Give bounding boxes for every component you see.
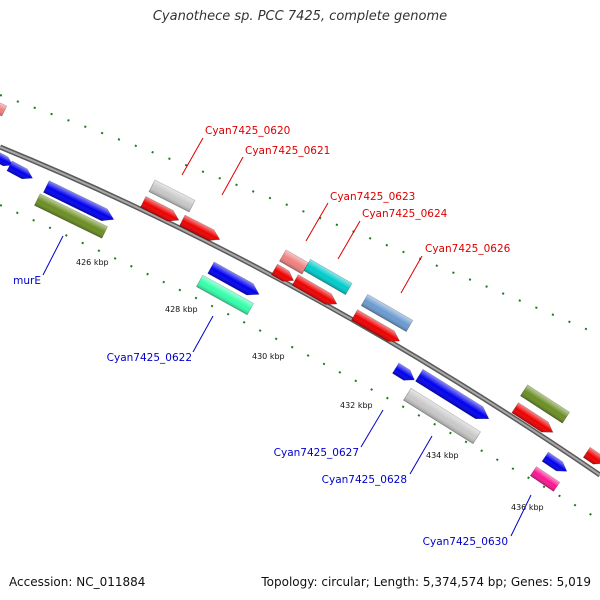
- gene-feature[interactable]: [415, 368, 493, 424]
- gene-label[interactable]: Cyan7425_0626: [425, 243, 511, 255]
- gene-label[interactable]: Cyan7425_0623: [330, 191, 415, 203]
- gene-label[interactable]: Cyan7425_0627: [274, 447, 359, 459]
- gene-feature[interactable]: [511, 402, 556, 438]
- gene-feature[interactable]: [148, 179, 196, 213]
- map-title: Cyanothece sp. PCC 7425, complete genome: [152, 9, 448, 24]
- gene-label[interactable]: Cyan7425_0620: [205, 125, 290, 137]
- gene-feature[interactable]: [529, 466, 561, 492]
- gene-feature[interactable]: [179, 214, 223, 245]
- callout-lines: [42, 137, 532, 537]
- gene-label[interactable]: murE: [13, 275, 41, 287]
- gene-feature[interactable]: [271, 263, 296, 285]
- gene-label[interactable]: Cyan7425_0624: [362, 208, 448, 220]
- gene-feature[interactable]: [303, 258, 353, 296]
- tick-label: 434 kbp: [426, 451, 459, 460]
- gene-feature[interactable]: [392, 362, 417, 385]
- genome-summary-text: Topology: circular; Length: 5,374,574 bp…: [261, 575, 591, 589]
- gene-label[interactable]: Cyan7425_0630: [423, 536, 508, 548]
- gene-feature[interactable]: [520, 384, 570, 424]
- gene-features: [0, 99, 600, 492]
- gene-label[interactable]: Cyan7425_0621: [245, 145, 330, 157]
- outer-tick-track: [0, 94, 600, 336]
- gene-label[interactable]: Cyan7425_0622: [107, 352, 192, 364]
- tick-label: 436 kbp: [511, 503, 544, 512]
- gene-feature[interactable]: [279, 249, 309, 275]
- gene-feature[interactable]: [43, 180, 116, 226]
- gene-feature[interactable]: [0, 99, 8, 117]
- gene-feature[interactable]: [207, 261, 262, 300]
- gene-feature[interactable]: [0, 150, 15, 169]
- gene-label-group: Cyan7425_0620 Cyan7425_0621 Cyan7425_062…: [13, 125, 510, 548]
- gene-feature[interactable]: [6, 160, 35, 183]
- accession-text: Accession: NC_011884: [9, 575, 146, 589]
- tick-label: 428 kbp: [165, 305, 198, 314]
- gene-feature[interactable]: [351, 309, 402, 346]
- tick-label-group: 426 kbp 428 kbp 430 kbp 432 kbp 434 kbp …: [76, 258, 544, 512]
- gene-feature[interactable]: [403, 387, 481, 445]
- gene-feature[interactable]: [140, 196, 181, 226]
- gene-feature[interactable]: [582, 447, 600, 468]
- gene-feature[interactable]: [196, 274, 254, 316]
- gene-feature[interactable]: [291, 274, 340, 309]
- gene-label[interactable]: Cyan7425_0628: [322, 474, 407, 486]
- tick-label: 432 kbp: [340, 401, 373, 410]
- gene-feature[interactable]: [360, 293, 414, 333]
- genome-backbone: [0, 144, 600, 478]
- tick-label: 426 kbp: [76, 258, 109, 267]
- gene-feature[interactable]: [34, 193, 108, 239]
- tick-label: 430 kbp: [252, 352, 285, 361]
- gene-feature[interactable]: [541, 451, 570, 476]
